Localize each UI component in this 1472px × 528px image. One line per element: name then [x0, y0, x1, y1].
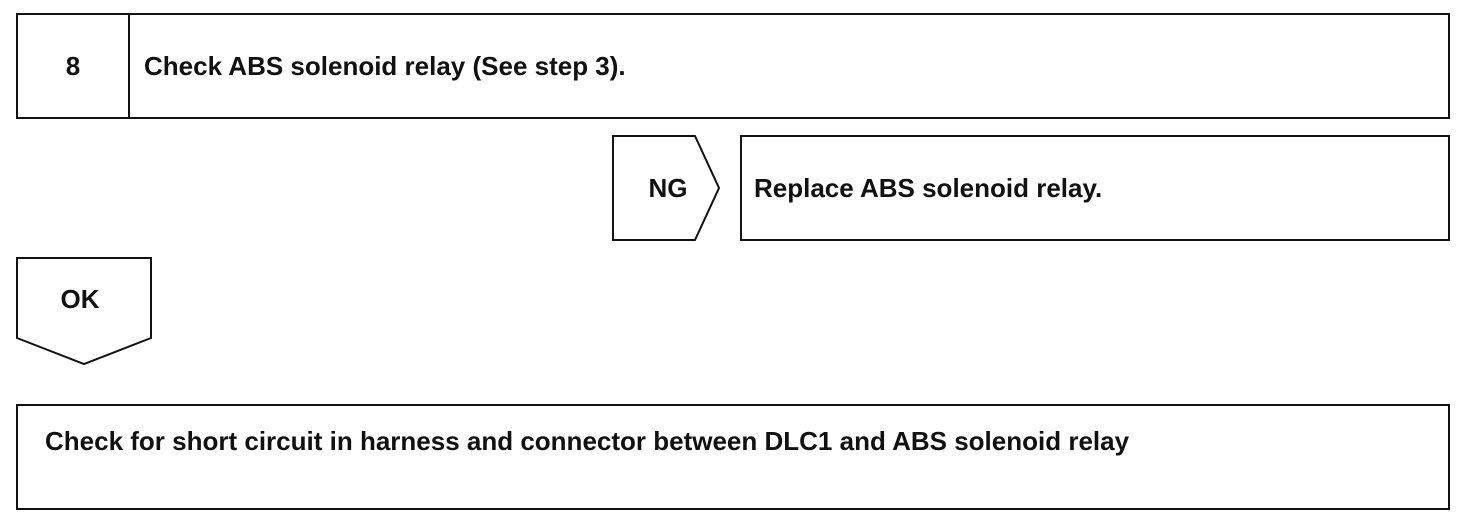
step-title: Check ABS solenoid relay (See step 3).: [144, 51, 626, 81]
ng-action-text: Replace ABS solenoid relay.: [754, 173, 1102, 203]
step-header: 8 Check ABS solenoid relay (See step 3).: [16, 13, 1450, 119]
next-step-box: [16, 404, 1450, 510]
step-number: 8: [66, 51, 80, 81]
ok-arrow-tag: [16, 257, 152, 366]
ng-arrow-tag: [612, 135, 721, 241]
ng-action-box: [740, 135, 1450, 241]
step-header-frame: [16, 13, 1450, 119]
ok-branch: OK: [16, 257, 152, 366]
ok-label: OK: [61, 284, 100, 314]
next-step: Check for short circuit in harness and c…: [16, 404, 1450, 510]
ng-label: NG: [649, 173, 688, 203]
ng-branch: NG Replace ABS solenoid relay.: [612, 135, 1450, 241]
next-step-text: Check for short circuit in harness and c…: [45, 426, 1130, 456]
